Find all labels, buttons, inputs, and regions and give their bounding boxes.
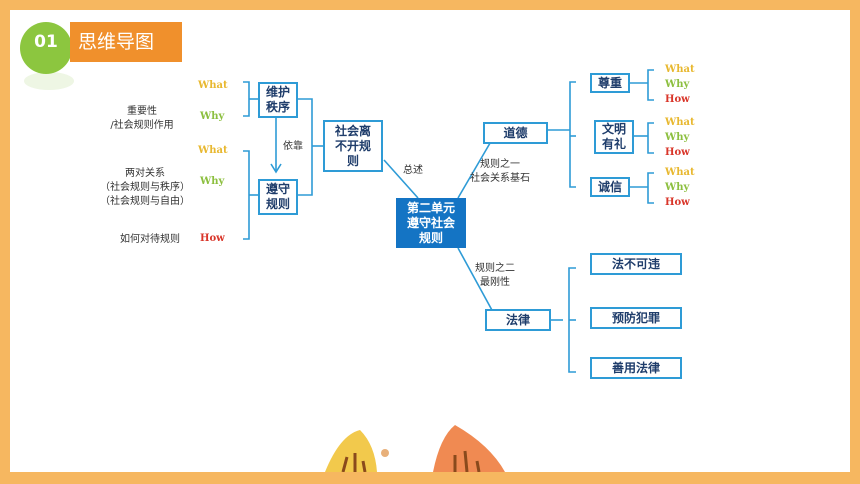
what-label: What xyxy=(665,117,695,128)
rule-one-label: 规则之一 社会关系基石 xyxy=(470,159,530,184)
slide: 思维导图 01 xyxy=(10,10,850,472)
society-needs-rules-box: 社会离 不开规 则 xyxy=(323,120,383,172)
morality-box: 道德 xyxy=(483,122,548,144)
what-label: What xyxy=(665,167,695,178)
section-number: 01 xyxy=(34,32,58,52)
center-topic: 第二单元 遵守社会 规则 xyxy=(396,198,466,248)
how-label: How xyxy=(665,94,690,105)
law-item-3: 善用法律 xyxy=(590,357,682,379)
what-label: What xyxy=(665,64,695,75)
how-label: How xyxy=(665,147,690,158)
importance-label: 重要性 /社会规则作用 xyxy=(110,106,174,131)
section-title: 思维导图 xyxy=(70,22,182,62)
what-label: What xyxy=(198,80,228,91)
badge-shadow xyxy=(24,72,74,90)
how-label: How xyxy=(665,197,690,208)
rely-on-label: 依靠 xyxy=(283,141,303,152)
badge-circle xyxy=(20,22,72,74)
how-to-treat-label: 如何对待规则 xyxy=(120,234,180,245)
leaf-decoration xyxy=(325,425,505,472)
rule-two-label: 规则之二 最刚性 xyxy=(475,263,515,288)
guard-order-box: 维护 秩序 xyxy=(258,82,298,118)
two-relations-label: 两对关系 （社会规则与秩序） （社会规则与自由） xyxy=(100,168,190,207)
what-label: What xyxy=(198,145,228,156)
why-label: Why xyxy=(200,111,225,122)
why-label: Why xyxy=(665,132,690,143)
law-item-1: 法不可违 xyxy=(590,253,682,275)
summary-label: 总述 xyxy=(403,165,423,176)
why-label: Why xyxy=(665,79,690,90)
respect-box: 尊重 xyxy=(590,73,630,93)
law-box: 法律 xyxy=(485,309,551,331)
obey-rules-box: 遵守 规则 xyxy=(258,179,298,215)
why-label: Why xyxy=(200,176,225,187)
law-item-2: 预防犯罪 xyxy=(590,307,682,329)
why-label: Why xyxy=(665,182,690,193)
civility-box: 文明 有礼 xyxy=(594,120,634,154)
how-label: How xyxy=(200,233,225,244)
connector-lines xyxy=(243,69,654,373)
honesty-box: 诚信 xyxy=(590,177,630,197)
